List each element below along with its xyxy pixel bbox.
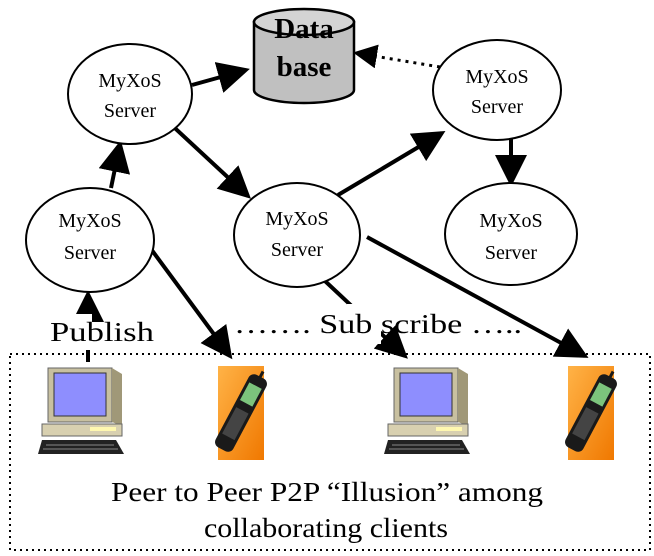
arrow-server4-to-server2 (336, 130, 446, 197)
arrow-server3-to-client2 (149, 247, 233, 360)
server-label-line2: Server (64, 242, 117, 264)
subscribe-label: ……. Sub scribe ….. (234, 309, 522, 339)
server-label-line2: Server (271, 239, 324, 261)
server-node: MyXoS Server (67, 43, 193, 145)
server-label-line1: MyXoS (479, 210, 542, 232)
mobile-phone-icon (215, 366, 267, 460)
arrow-server1-to-database (191, 62, 250, 93)
desktop-computer-icon (384, 364, 470, 456)
caption-line2: collaborating clients (204, 513, 448, 543)
server-label-line1: MyXoS (58, 210, 121, 232)
server-label-line2: Server (104, 100, 157, 122)
database-cylinder: Data base (252, 7, 356, 105)
database-label-line1: Data (274, 13, 334, 45)
peer-group-boundary (9, 353, 651, 551)
arrow-server2-to-database (353, 44, 441, 69)
arrow-server1-to-server4 (162, 116, 251, 199)
server-label-line2: Server (485, 242, 538, 264)
caption-line1: Peer to Peer P2P “Illusion” among (111, 477, 543, 507)
desktop-computer-icon (38, 364, 124, 456)
arrow-server4-to-client4 (366, 235, 589, 358)
server-node: MyXoS Server (432, 39, 562, 141)
publish-label: Publish (50, 317, 155, 347)
server-label-line1: MyXoS (98, 70, 161, 92)
mobile-phone-icon (565, 366, 617, 460)
database-label-line2: base (277, 51, 332, 83)
arrow-server3-to-server1 (98, 140, 131, 189)
server-label-line2: Server (471, 96, 524, 118)
server-node: MyXoS Server (25, 187, 155, 293)
server-label-line1: MyXoS (265, 208, 328, 230)
server-label-line1: MyXoS (465, 66, 528, 88)
server-node: MyXoS Server (233, 182, 361, 288)
server-node: MyXoS Server (444, 182, 578, 286)
